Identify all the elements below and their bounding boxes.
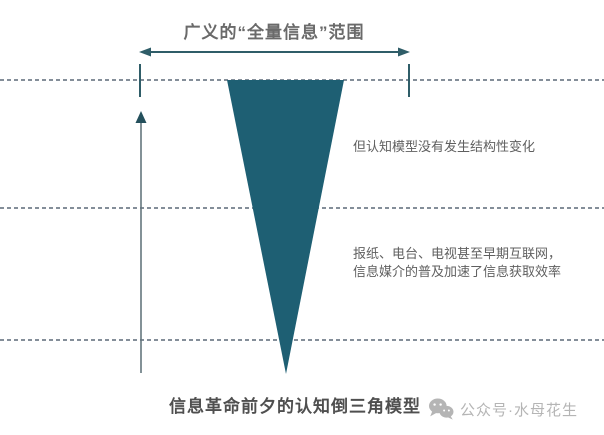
footer-watermark: 公众号·水母花生: [428, 398, 578, 420]
up-arrow-icon: [135, 111, 147, 373]
double-headed-arrow-icon: [139, 47, 410, 57]
diagram-caption: 信息革命前夕的认知倒三角模型: [169, 397, 421, 416]
range-title: 广义的“全量信息”范围: [183, 23, 365, 42]
annotation-lower-line1: 报纸、电台、电视甚至早期互联网，: [353, 246, 562, 261]
inverted-triangle-shape: [227, 80, 344, 374]
footer-account-label: 公众号·水母花生: [460, 401, 578, 419]
wechat-logo-icon: [428, 398, 454, 420]
annotation-lower-line2: 信息媒介的普及加速了信息获取效率: [353, 264, 562, 279]
annotation-lower: 报纸、电台、电视甚至早期互联网， 信息媒介的普及加速了信息获取效率: [353, 245, 561, 281]
annotation-upper: 但认知模型没有发生结构性变化: [353, 139, 536, 154]
